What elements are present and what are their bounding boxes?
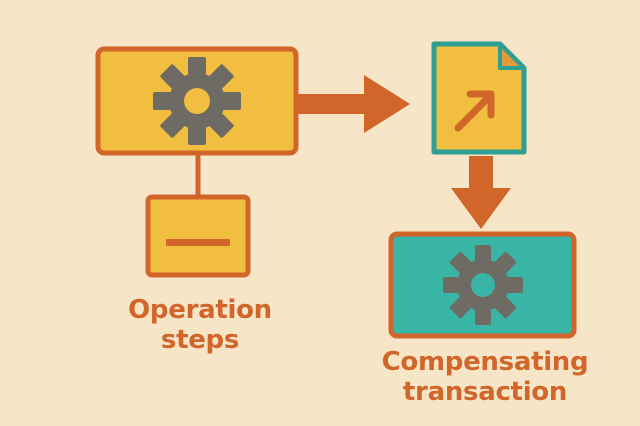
operation-steps-line-2: steps bbox=[160, 325, 240, 355]
operation-steps-line-1: Operation bbox=[128, 295, 272, 325]
compensating-transaction-line-1: Compensating bbox=[381, 347, 589, 377]
compensating-transaction-line-2: transaction bbox=[402, 377, 568, 407]
gear-icon bbox=[153, 57, 241, 145]
operation-steps-label: Operation steps bbox=[90, 295, 310, 355]
document-icon bbox=[431, 41, 527, 155]
compensating-transaction-label: Compensating transaction bbox=[350, 347, 620, 407]
step-box bbox=[145, 194, 251, 278]
minus-icon bbox=[166, 239, 230, 246]
arrow-up-right-icon bbox=[454, 90, 495, 132]
gear-icon bbox=[443, 245, 523, 325]
arrow-down bbox=[451, 156, 511, 229]
arrow-right bbox=[298, 75, 410, 133]
